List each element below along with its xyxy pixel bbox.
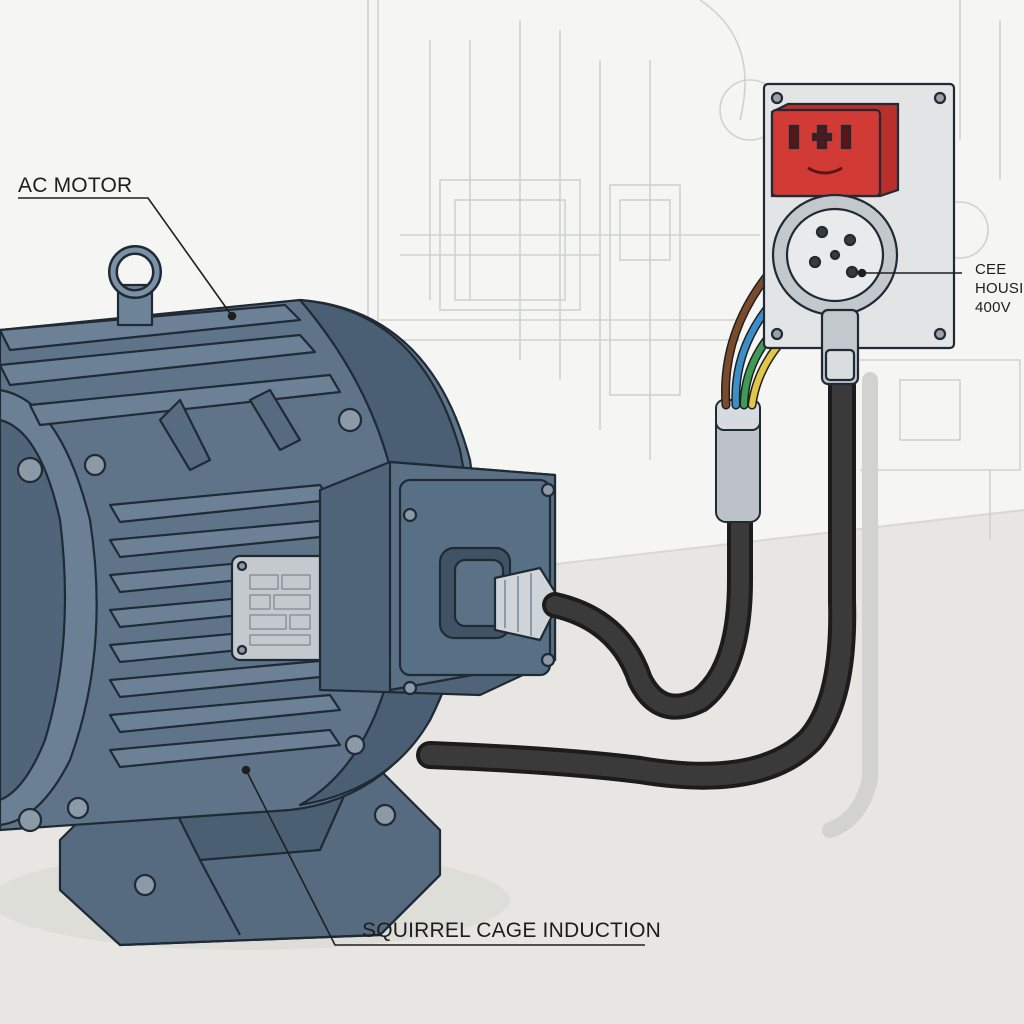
- cee-socket-illustration: [762, 82, 956, 386]
- ac-motor-label: AC MOTOR: [18, 174, 133, 197]
- cable-sheath: [715, 399, 761, 523]
- cee-housing-label-line-3: 400V: [975, 299, 1011, 316]
- cee-housing-label-line-2: HOUSIG: [975, 280, 1024, 297]
- label-leader-lines: [18, 197, 962, 946]
- power-cables: [416, 366, 878, 838]
- motor-illustration: [0, 245, 562, 947]
- cee-housing-label: CEE HOUSIG 400V: [975, 260, 1024, 317]
- background-machinery-sketch: [367, 0, 1021, 560]
- squirrel-cage-label: SQUIRREL CAGE INDUCTION: [362, 919, 662, 942]
- cee-housing-label-line-1: CEE: [975, 261, 1007, 278]
